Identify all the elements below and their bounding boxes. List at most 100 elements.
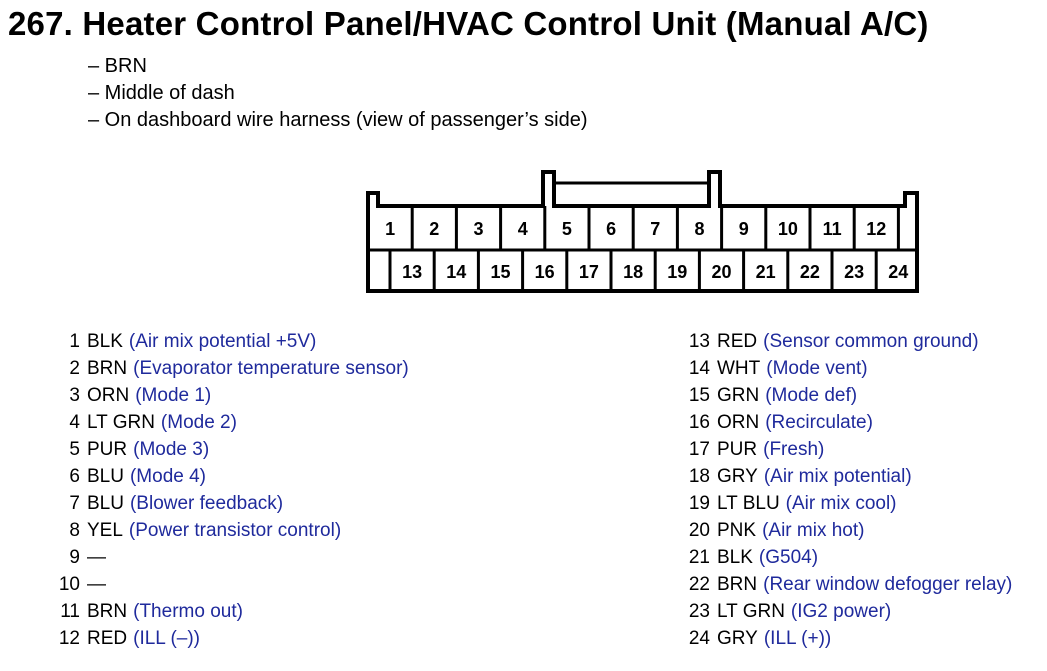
pin-wire-color: — [87, 547, 106, 568]
pin-description: (ILL (+)) [763, 628, 832, 649]
connector-pin-6: 6 [606, 219, 616, 239]
connector-pin-15: 15 [490, 262, 510, 282]
connector-pin-21: 21 [756, 262, 776, 282]
pin-number: 23 [688, 601, 710, 622]
connector-notes: – BRN – Middle of dash – On dashboard wi… [88, 53, 588, 134]
pin-wire-color: LT GRN [717, 601, 785, 622]
pin-wire-color: ORN [717, 412, 760, 433]
pin-wire-color: BRN [87, 358, 128, 379]
pin-description: (Air mix potential +5V) [128, 331, 317, 352]
connector-pin-7: 7 [650, 219, 660, 239]
pin-wire-color: WHT [717, 358, 761, 379]
pin-row: 16 ORN(Recirculate) [668, 409, 1012, 436]
pin-number: 12 [58, 628, 80, 649]
pin-number: 19 [688, 493, 710, 514]
pin-number: 9 [69, 547, 80, 568]
pin-wire-color: BLK [717, 547, 753, 568]
pin-description: (Mode vent) [766, 358, 868, 379]
pin-description: (Blower feedback) [129, 493, 284, 514]
pin-description: (Evaporator temperature sensor) [133, 358, 409, 379]
pin-description: (Sensor common ground) [763, 331, 979, 352]
connector-pin-23: 23 [844, 262, 864, 282]
pin-number: 11 [60, 601, 80, 622]
pin-row: 11 BRN(Thermo out) [38, 598, 409, 625]
pin-number: 5 [69, 439, 80, 460]
pin-wire-color: GRN [717, 385, 760, 406]
page-title: 267. Heater Control Panel/HVAC Control U… [8, 5, 929, 42]
note-harness: – On dashboard wire harness (view of pas… [88, 109, 588, 131]
connector-pin-17: 17 [579, 262, 599, 282]
pin-number: 17 [688, 439, 710, 460]
pin-number: 2 [69, 358, 80, 379]
pin-description: (Thermo out) [133, 601, 243, 622]
pin-description: (Air mix hot) [762, 520, 865, 541]
pin-row: 19 LT BLU(Air mix cool) [668, 490, 1012, 517]
pin-row: 9— [38, 544, 409, 571]
connector-pin-2: 2 [429, 219, 439, 239]
pin-number: 8 [69, 520, 80, 541]
pin-number: 6 [69, 466, 80, 487]
pin-wire-color: BRN [87, 601, 128, 622]
pin-description: (G504) [758, 547, 819, 568]
pin-list-right: 13 RED(Sensor common ground) 14 WHT(Mode ve… [668, 328, 1013, 652]
pin-number: 24 [688, 628, 710, 649]
pin-number: 16 [688, 412, 710, 433]
pin-wire-color: BRN [717, 574, 758, 595]
pin-description: (Recirculate) [765, 412, 873, 433]
pin-description: (Fresh) [763, 439, 825, 460]
connector-pin-9: 9 [739, 219, 749, 239]
pin-wire-color: GRY [717, 628, 758, 649]
connector-pin-11: 11 [823, 219, 842, 239]
connector-pin-19: 19 [667, 262, 687, 282]
pin-number: 1 [69, 331, 80, 352]
pin-row: 24 GRY(ILL (+)) [668, 625, 1012, 652]
pin-number: 13 [688, 331, 710, 352]
connector-pin-1: 1 [385, 219, 395, 239]
pin-description: (Mode def) [765, 385, 858, 406]
pin-wire-color: PNK [717, 520, 757, 541]
pin-description: (Air mix potential) [763, 466, 912, 487]
pin-row: 13 RED(Sensor common ground) [668, 328, 1012, 355]
pin-wire-color: BLU [87, 493, 124, 514]
pin-wire-color: LT BLU [717, 493, 780, 514]
pin-description: (Mode 2) [160, 412, 237, 433]
pin-wire-color: LT GRN [87, 412, 155, 433]
pin-description: (Mode 3) [133, 439, 210, 460]
pin-row: 10— [38, 571, 409, 598]
pin-number: 3 [69, 385, 80, 406]
pin-number: 14 [688, 358, 710, 379]
pin-wire-color: ORN [87, 385, 130, 406]
pin-wire-color: RED [87, 628, 128, 649]
pin-wire-color: BLU [87, 466, 124, 487]
pin-description: (Air mix cool) [785, 493, 897, 514]
pin-row: 20 PNK(Air mix hot) [668, 517, 1012, 544]
pin-number: 20 [688, 520, 710, 541]
connector-pin-3: 3 [473, 219, 483, 239]
pin-number: 18 [688, 466, 710, 487]
pin-wire-color: YEL [87, 520, 123, 541]
pin-row: 6 BLU(Mode 4) [38, 463, 409, 490]
pin-wire-color: RED [717, 331, 758, 352]
pin-number: 10 [58, 574, 80, 595]
pin-row: 7 BLU(Blower feedback) [38, 490, 409, 517]
connector-pin-8: 8 [694, 219, 704, 239]
connector-pin-12: 12 [866, 219, 886, 239]
connector-pin-24: 24 [888, 262, 908, 282]
pin-description: (Mode 4) [129, 466, 206, 487]
connector-pin-14: 14 [446, 262, 466, 282]
note-connector-color: – BRN [88, 55, 147, 77]
pin-number: 7 [69, 493, 80, 514]
connector-pin-20: 20 [711, 262, 731, 282]
